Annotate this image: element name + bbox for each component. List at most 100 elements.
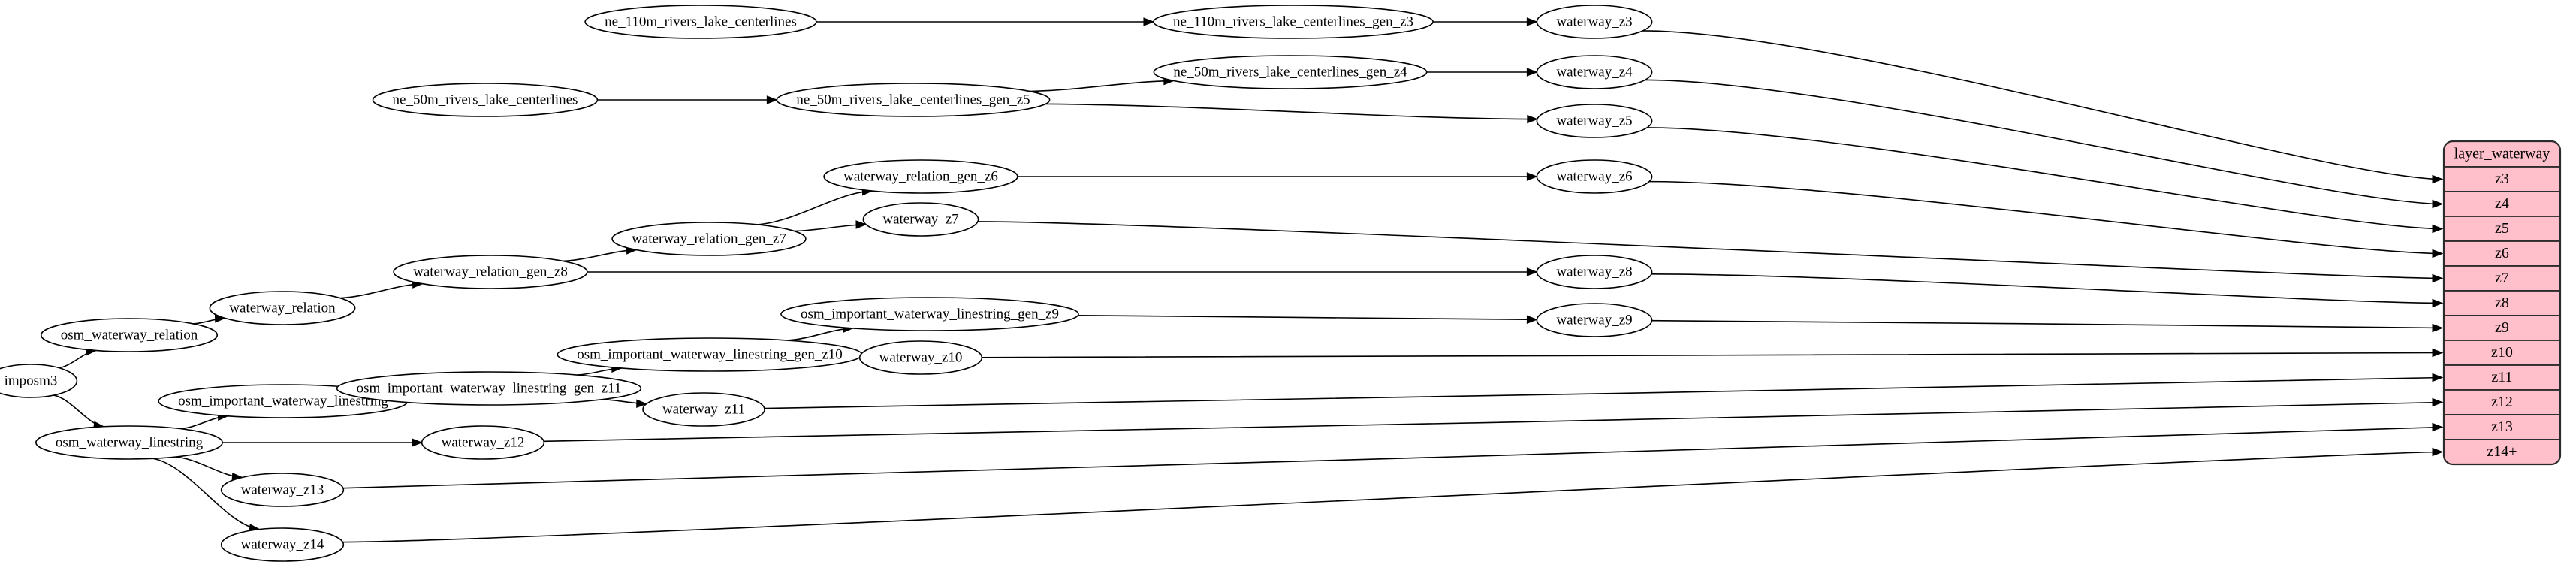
node-waterway_relation_gen_z6[interactable]: waterway_relation_gen_z6 xyxy=(823,159,1018,194)
nodes-layer: imposm3 osm_waterway_relation osm_waterway… xyxy=(0,5,1653,562)
node-ellipse-osm_important_waterway_linestring_gen_z11 xyxy=(336,371,642,406)
node-label-waterway_z12: waterway_z12 xyxy=(442,434,525,450)
node-ellipse-waterway_z10 xyxy=(858,340,983,375)
table-row-label-z8: z8 xyxy=(2495,295,2509,311)
node-ellipse-imposm3 xyxy=(0,364,78,398)
node-osm_important_waterway_linestring_gen_z10[interactable]: osm_important_waterway_linestring_gen_z1… xyxy=(557,337,863,372)
node-label-osm_important_waterway_linestring_gen_z10: osm_important_waterway_linestring_gen_z1… xyxy=(577,346,843,362)
edge-arrowhead-waterway_relation_gen_z8-to-waterway_z8 xyxy=(1526,267,1538,276)
node-waterway_z8[interactable]: waterway_z8 xyxy=(1536,255,1653,289)
edge-arrowhead-waterway_z6-to-layer_waterway_z6 xyxy=(2432,249,2444,258)
table-row-z13[interactable] xyxy=(2444,414,2560,440)
node-label-ne_50m_rivers_lake_centerlines_gen_z4: ne_50m_rivers_lake_centerlines_gen_z4 xyxy=(1173,64,1407,80)
node-label-osm_waterway_relation: osm_waterway_relation xyxy=(61,327,198,343)
node-ne_110m_rivers_lake_centerlines[interactable]: ne_110m_rivers_lake_centerlines xyxy=(584,5,817,39)
edge-arrowhead-waterway_z12-to-layer_waterway_z12 xyxy=(2432,397,2444,407)
node-waterway_z10[interactable]: waterway_z10 xyxy=(858,340,983,375)
table-row-label-z10: z10 xyxy=(2491,344,2513,361)
node-ellipse-waterway_z5 xyxy=(1536,104,1653,138)
node-osm_waterway_relation[interactable]: osm_waterway_relation xyxy=(40,318,219,352)
node-ellipse-ne_50m_rivers_lake_centerlines_gen_z5 xyxy=(776,83,1051,117)
table-title: layer_waterway xyxy=(2454,146,2550,162)
edge-waterway_z8-to-layer_waterway_z8 xyxy=(1651,273,2443,304)
node-label-waterway_relation_gen_z7: waterway_relation_gen_z7 xyxy=(632,231,786,246)
node-ellipse-waterway_z6 xyxy=(1536,159,1653,194)
table-row-z3[interactable] xyxy=(2444,166,2560,192)
node-label-waterway_relation_gen_z8: waterway_relation_gen_z8 xyxy=(413,264,568,279)
node-waterway_relation_gen_z7[interactable]: waterway_relation_gen_z7 xyxy=(611,222,807,256)
node-label-waterway_z6: waterway_z6 xyxy=(1556,168,1632,184)
node-osm_waterway_linestring[interactable]: osm_waterway_linestring xyxy=(35,425,223,460)
node-waterway_z7[interactable]: waterway_z7 xyxy=(862,202,979,237)
node-ellipse-waterway_relation_gen_z6 xyxy=(823,159,1018,194)
node-ne_110m_rivers_lake_centerlines_gen_z3[interactable]: ne_110m_rivers_lake_centerlines_gen_z3 xyxy=(1153,5,1434,39)
node-ellipse-waterway_relation xyxy=(209,291,356,325)
node-waterway_relation_gen_z8[interactable]: waterway_relation_gen_z8 xyxy=(393,255,588,289)
node-label-waterway_z10: waterway_z10 xyxy=(879,349,963,365)
table-row-z8[interactable] xyxy=(2444,290,2560,316)
edge-waterway_z4-to-layer_waterway_z4 xyxy=(1645,79,2443,205)
table-row-z12[interactable] xyxy=(2444,389,2560,415)
table-row-z5[interactable] xyxy=(2444,216,2560,242)
node-osm_important_waterway_linestring_gen_z11[interactable]: osm_important_waterway_linestring_gen_z1… xyxy=(336,371,642,406)
node-waterway_z14[interactable]: waterway_z14 xyxy=(220,527,345,562)
edge-waterway_z9-to-layer_waterway_z9 xyxy=(1651,319,2443,329)
edge-waterway_relation_gen_z7-to-waterway_z7 xyxy=(794,223,867,232)
edge-waterway_z7-to-layer_waterway_z7 xyxy=(977,221,2443,279)
node-label-osm_important_waterway_linestring_gen_z11: osm_important_waterway_linestring_gen_z1… xyxy=(357,380,622,396)
node-waterway_z9[interactable]: waterway_z9 xyxy=(1536,303,1653,337)
node-label-waterway_z3: waterway_z3 xyxy=(1556,14,1632,29)
table-row-label-z4: z4 xyxy=(2495,195,2509,212)
node-waterway_z13[interactable]: waterway_z13 xyxy=(220,473,345,507)
node-waterway_relation[interactable]: waterway_relation xyxy=(209,291,356,325)
node-waterway_z12[interactable]: waterway_z12 xyxy=(421,425,545,460)
edge-waterway_z10-to-layer_waterway_z10 xyxy=(982,352,2443,358)
edge-waterway_relation_gen_z7-to-waterway_relation_gen_z6 xyxy=(757,190,873,225)
node-imposm3[interactable]: imposm3 xyxy=(0,364,78,398)
edge-arrowhead-ne_110m_rivers_lake_centerlines_gen_z3-to-waterway_z3 xyxy=(1526,17,1538,26)
node-ne_50m_rivers_lake_centerlines[interactable]: ne_50m_rivers_lake_centerlines xyxy=(372,83,599,117)
node-ellipse-ne_110m_rivers_lake_centerlines xyxy=(584,5,817,39)
node-waterway_z4[interactable]: waterway_z4 xyxy=(1536,55,1653,89)
table-row-label-z13: z13 xyxy=(2491,418,2513,435)
node-ellipse-osm_waterway_linestring xyxy=(35,425,223,460)
edge-waterway_z14-to-layer_waterway_z14_ xyxy=(342,451,2443,543)
node-osm_important_waterway_linestring_gen_z9[interactable]: osm_important_waterway_linestring_gen_z9 xyxy=(780,297,1079,331)
node-ellipse-ne_110m_rivers_lake_centerlines_gen_z3 xyxy=(1153,5,1434,39)
node-label-waterway_z7: waterway_z7 xyxy=(882,211,958,227)
node-label-osm_important_waterway_linestring: osm_important_waterway_linestring xyxy=(178,393,388,409)
edge-arrowhead-osm_important_waterway_linestring_gen_z9-to-waterway_z9 xyxy=(1526,315,1538,325)
table-outline xyxy=(2442,140,2562,466)
table-row-label-z11: z11 xyxy=(2491,369,2512,385)
edge-arrowhead-waterway_z10-to-layer_waterway_z10 xyxy=(2432,348,2444,358)
edge-arrowhead-osm_waterway_linestring-to-waterway_z12 xyxy=(412,438,424,447)
edge-arrowhead-ne_110m_rivers_lake_centerlines-to-ne_110m_rivers_lake_centerlines_gen_z3 xyxy=(1143,17,1155,26)
node-label-waterway_z5: waterway_z5 xyxy=(1556,113,1632,128)
table-row-label-z14+: z14+ xyxy=(2487,443,2517,460)
node-ne_50m_rivers_lake_centerlines_gen_z4[interactable]: ne_50m_rivers_lake_centerlines_gen_z4 xyxy=(1153,55,1428,89)
table-row-label-z12: z12 xyxy=(2491,394,2513,410)
node-waterway_z6[interactable]: waterway_z6 xyxy=(1536,159,1653,194)
node-ellipse-osm_waterway_relation xyxy=(40,318,219,352)
edge-arrowhead-waterway_z8-to-layer_waterway_z8 xyxy=(2432,298,2444,308)
edge-osm_waterway_linestring-to-waterway_z13 xyxy=(175,456,243,479)
node-waterway_z3[interactable]: waterway_z3 xyxy=(1536,5,1653,39)
node-waterway_z11[interactable]: waterway_z11 xyxy=(642,392,765,427)
edge-arrowhead-ne_50m_rivers_lake_centerlines-to-ne_50m_rivers_lake_centerlines_gen_z5 xyxy=(766,95,778,104)
edge-arrowhead-waterway_z9-to-layer_waterway_z9 xyxy=(2432,323,2444,333)
table-row-label-z6: z6 xyxy=(2495,245,2509,261)
edge-arrowhead-ne_50m_rivers_lake_centerlines_gen_z4-to-waterway_z4 xyxy=(1526,68,1538,77)
edge-waterway_z13-to-layer_waterway_z13 xyxy=(342,426,2443,489)
table-row-z14+[interactable] xyxy=(2444,439,2560,464)
table-row-label-z7: z7 xyxy=(2495,270,2509,286)
node-waterway_z5[interactable]: waterway_z5 xyxy=(1536,104,1653,138)
node-label-waterway_z8: waterway_z8 xyxy=(1556,264,1632,279)
edge-osm_important_waterway_linestring_gen_z9-to-waterway_z9 xyxy=(1078,314,1537,321)
edge-arrowhead-waterway_z3-to-layer_waterway_z3 xyxy=(2432,174,2444,184)
node-ne_50m_rivers_lake_centerlines_gen_z5[interactable]: ne_50m_rivers_lake_centerlines_gen_z5 xyxy=(776,83,1051,117)
node-ellipse-waterway_z7 xyxy=(862,202,979,237)
node-ellipse-waterway_z4 xyxy=(1536,55,1653,89)
node-label-imposm3: imposm3 xyxy=(5,373,58,388)
